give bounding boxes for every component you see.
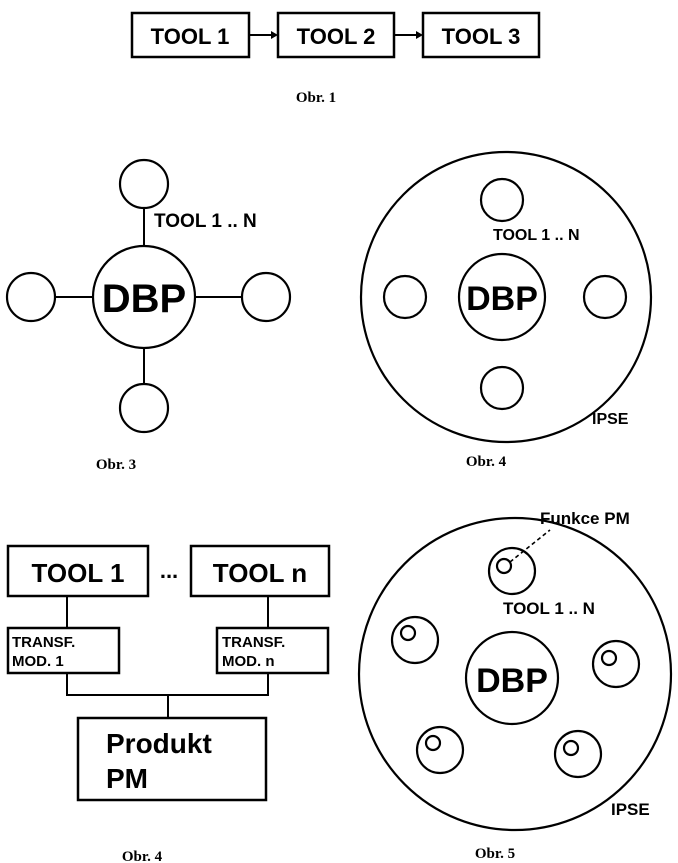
fig4b-product-box [76, 716, 268, 802]
fig3-tool-circle-top [118, 158, 170, 210]
fig4b-transfn-line2: MOD. n [222, 653, 275, 670]
fig4a-center-label: DBP [466, 280, 538, 318]
fig4a: DBP TOOL 1 .. N IPSE Obr. 4 [359, 150, 653, 470]
fig5-ipse-label: IPSE [611, 800, 650, 819]
fig1-arrowhead-1-2 [271, 31, 278, 39]
fig4b-product-line1: Produkt [106, 728, 212, 759]
fig4b-transfn-box [215, 626, 330, 675]
fig5-caption: Obr. 5 [475, 846, 515, 862]
fig5-function-dot-top [495, 557, 513, 575]
fig3-center-circle [91, 244, 197, 350]
fig3-tools-label: TOOL 1 .. N [154, 211, 257, 232]
fig4b-caption: Obr. 4 [122, 849, 163, 863]
fig4b-tool1-label: TOOL 1 [32, 558, 125, 588]
fig5-tool-circle-left-upper [390, 615, 440, 665]
fig5-tool-circle-bottom-right [553, 729, 603, 779]
fig1-caption: Obr. 1 [296, 90, 336, 106]
fig1: TOOL 1 TOOL 2 TOOL 3 Obr. 1 [130, 11, 541, 106]
fig5-tool-circle-left-lower [415, 725, 465, 775]
fig3-center-label: DBP [102, 277, 186, 321]
fig1-tool3-box [421, 11, 541, 59]
fig3-tool-circle-left [5, 271, 57, 323]
fig4b: TOOL 1 ... TOOL n TRANSF. MOD. 1 TRANSF.… [6, 544, 331, 863]
fig5-function-dot-left-lower [424, 734, 442, 752]
fig4b-tooln-box [189, 544, 331, 598]
fig5-tool-circle-top [487, 546, 537, 596]
fig4a-center-circle [457, 252, 547, 342]
fig4a-tools-label: TOOL 1 .. N [493, 227, 580, 244]
fig4b-transf1-line1: TRANSF. [12, 634, 75, 651]
fig3: DBP TOOL 1 .. N Obr. 3 [5, 158, 292, 473]
fig3-tool-circle-right [240, 271, 292, 323]
fig4b-ellipsis: ... [160, 558, 178, 583]
fig4a-ipse-label: IPSE [592, 411, 629, 428]
fig5-tools-label: TOOL 1 .. N [503, 599, 595, 618]
fig4a-tool-circle-bottom [479, 365, 525, 411]
fig3-caption: Obr. 3 [96, 457, 136, 473]
fig4b-tool1-box [6, 544, 150, 598]
fig5-tool-circle-right [591, 639, 641, 689]
fig5-function-dot-left-upper [399, 624, 417, 642]
fig1-tool2-label: TOOL 2 [297, 24, 376, 49]
fig4b-merge-line [66, 673, 269, 696]
fig4a-tool-circle-top [479, 177, 525, 223]
fig4b-product-line2: PM [106, 763, 148, 794]
fig4b-transfn-line1: TRANSF. [222, 634, 285, 651]
fig4b-tooln-label: TOOL n [213, 558, 307, 588]
fig4b-transf1-line2: MOD. 1 [12, 653, 64, 670]
fig4b-transf1-box [6, 626, 121, 675]
fig3-tool-circle-bottom [118, 382, 170, 434]
fig5-function-dot-bottom-right [562, 739, 580, 757]
fig1-tool1-label: TOOL 1 [151, 24, 230, 49]
fig5-center-label: DBP [476, 662, 548, 700]
fig1-tool1-box [130, 11, 251, 59]
fig1-tool3-label: TOOL 3 [442, 24, 521, 49]
fig4a-tool-circle-left [382, 274, 428, 320]
fig1-arrowhead-2-3 [416, 31, 423, 39]
fig5-callout-label: Funkce PM [540, 509, 630, 528]
fig4a-caption: Obr. 4 [466, 454, 507, 470]
fig5-center-circle [464, 630, 560, 726]
fig5: DBP Funkce PM TOOL 1 .. N IPSE Obr. 5 [357, 509, 673, 862]
fig1-tool2-box [276, 11, 396, 59]
fig5-callout-line [509, 529, 551, 563]
fig5-function-dot-right [600, 649, 618, 667]
fig4a-tool-circle-right [582, 274, 628, 320]
